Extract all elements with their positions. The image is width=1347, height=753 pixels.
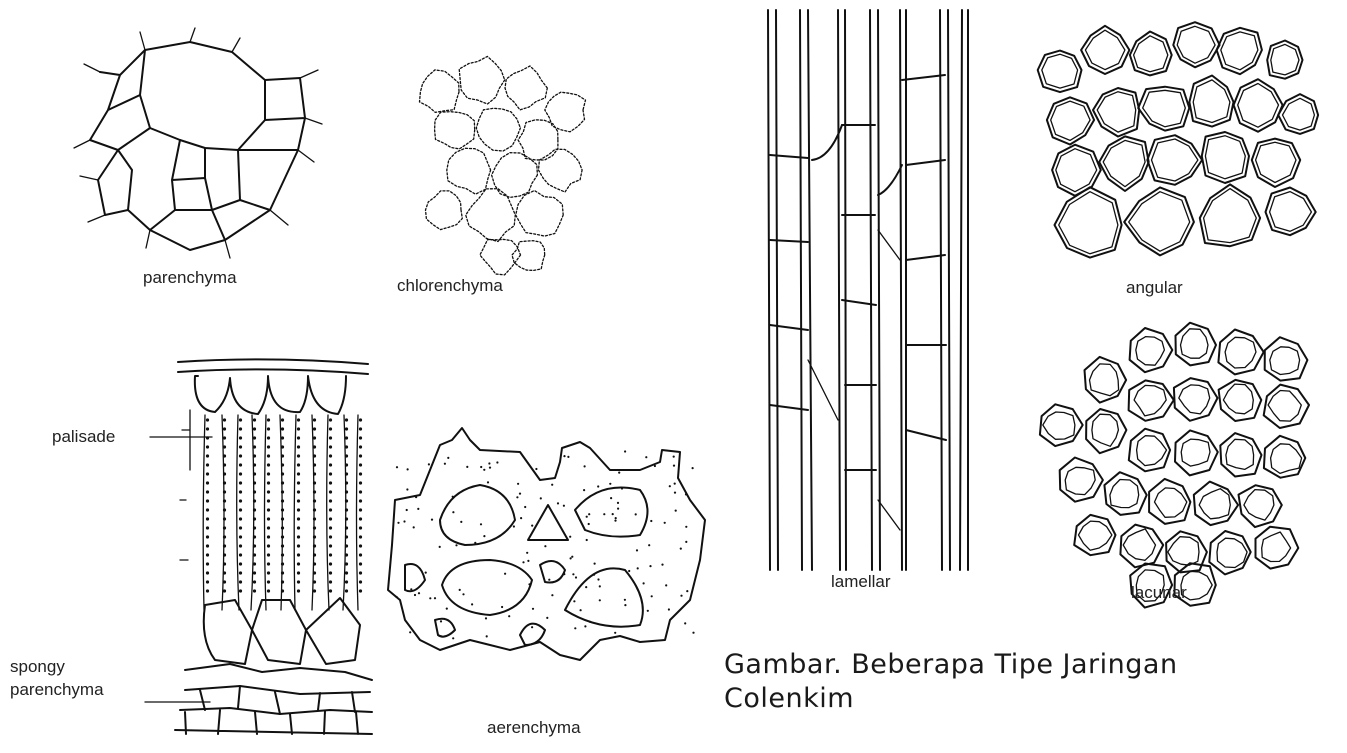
lacunar-protoplast xyxy=(1179,385,1210,414)
lacunar-protoplast xyxy=(1225,337,1256,368)
lacunar-protoplast xyxy=(1090,364,1119,396)
lacunar-protoplast xyxy=(1181,329,1209,358)
lacunar-protoplast xyxy=(1270,347,1300,375)
lacunar-protoplast xyxy=(1134,385,1166,416)
lacunar-protoplast xyxy=(1136,337,1165,366)
lacunar-protoplast xyxy=(1155,488,1187,517)
lacunar-cell xyxy=(1219,380,1262,421)
lacunar-label: lacunar xyxy=(1131,583,1187,603)
lacunar-protoplast xyxy=(1268,391,1301,422)
lacunar-protoplast xyxy=(1199,489,1230,519)
lacunar-cell xyxy=(1060,458,1103,502)
lacunar-protoplast xyxy=(1079,521,1112,550)
lacunar-cells xyxy=(1040,323,1309,608)
lacunar-protoplast xyxy=(1223,384,1253,414)
lacunar-cell xyxy=(1040,404,1083,446)
lacunar-protoplast xyxy=(1217,538,1247,567)
lacunar-protoplast xyxy=(1123,529,1155,560)
lacunar-protoplast xyxy=(1092,414,1119,446)
caption-line-2: Colenkim xyxy=(724,682,1178,716)
lacunar-protoplast xyxy=(1065,467,1095,494)
caption-line-1: Gambar. Beberapa Tipe Jaringan xyxy=(724,648,1178,682)
lacunar-protoplast xyxy=(1262,532,1291,562)
lacunar-protoplast xyxy=(1181,439,1210,466)
lacunar-protoplast xyxy=(1271,444,1302,474)
figure-caption: Gambar. Beberapa Tipe Jaringan Colenkim xyxy=(724,648,1178,716)
lacunar-protoplast xyxy=(1110,480,1139,508)
lacunar-protoplast xyxy=(1137,436,1167,466)
lacunar-protoplast xyxy=(1244,490,1274,520)
lacunar-protoplast xyxy=(1043,412,1075,439)
lacunar-protoplast xyxy=(1226,439,1254,469)
lacunar-cell xyxy=(1120,525,1163,568)
lacunar-protoplast xyxy=(1168,537,1199,566)
